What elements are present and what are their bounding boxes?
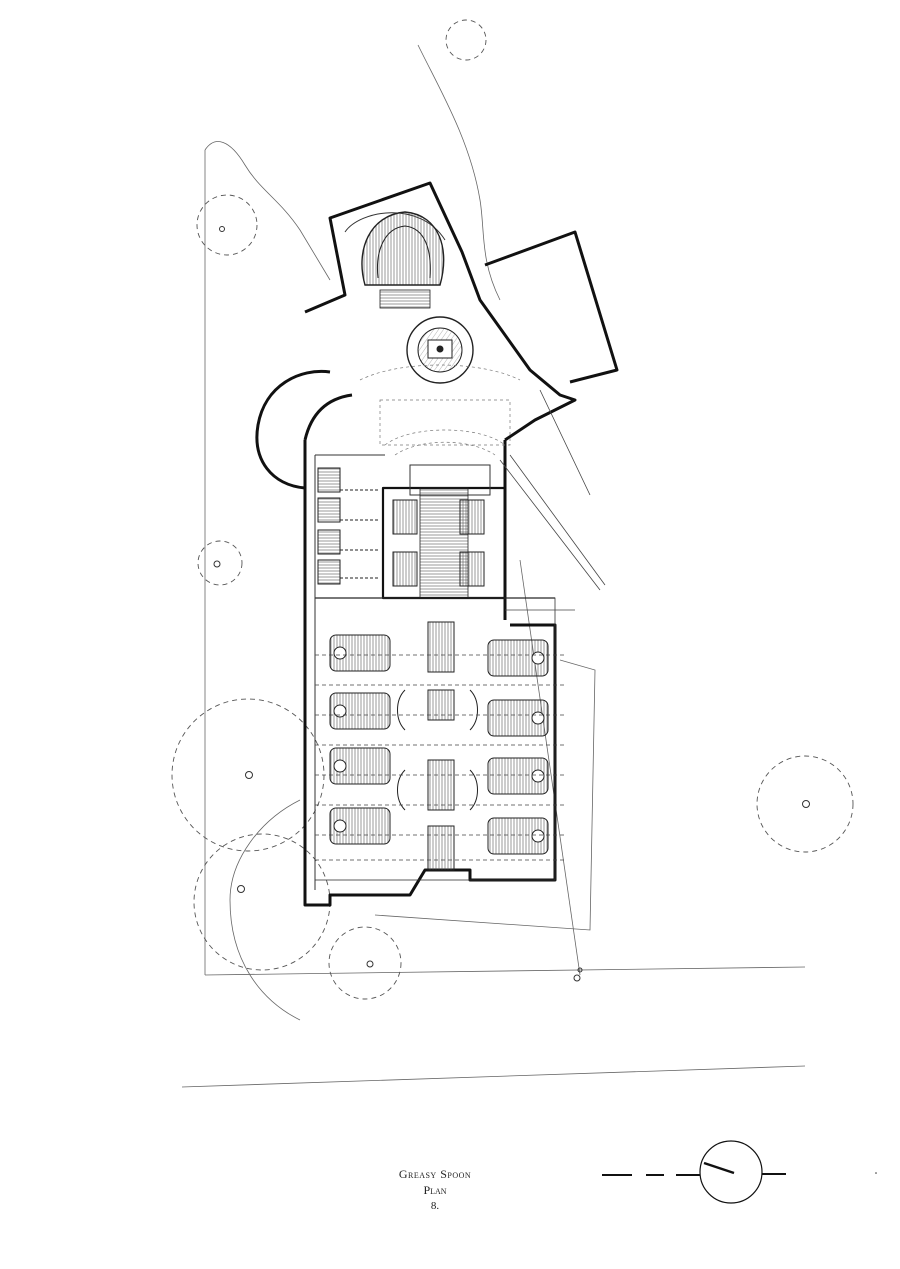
center-tables <box>397 621 478 871</box>
drawing-number: 8. <box>430 1200 440 1212</box>
drawing-title: Greasy Spoon <box>398 1167 472 1181</box>
oven-stack <box>361 211 445 309</box>
tree-trunks <box>213 226 810 982</box>
north-arrow-icon <box>699 1140 763 1204</box>
drawing-subtitle: Plan <box>423 1183 447 1197</box>
inner-booth-room <box>392 487 485 599</box>
left-small-booths <box>317 467 380 585</box>
round-kitchen-unit <box>406 316 474 384</box>
left-booths <box>329 634 391 845</box>
counter-arcs <box>359 364 521 456</box>
site-lines <box>181 44 806 1088</box>
stray-mark <box>875 1172 877 1174</box>
right-booths <box>487 639 549 855</box>
scale-bar-icon <box>602 1173 786 1177</box>
ramp-lines <box>499 389 606 611</box>
